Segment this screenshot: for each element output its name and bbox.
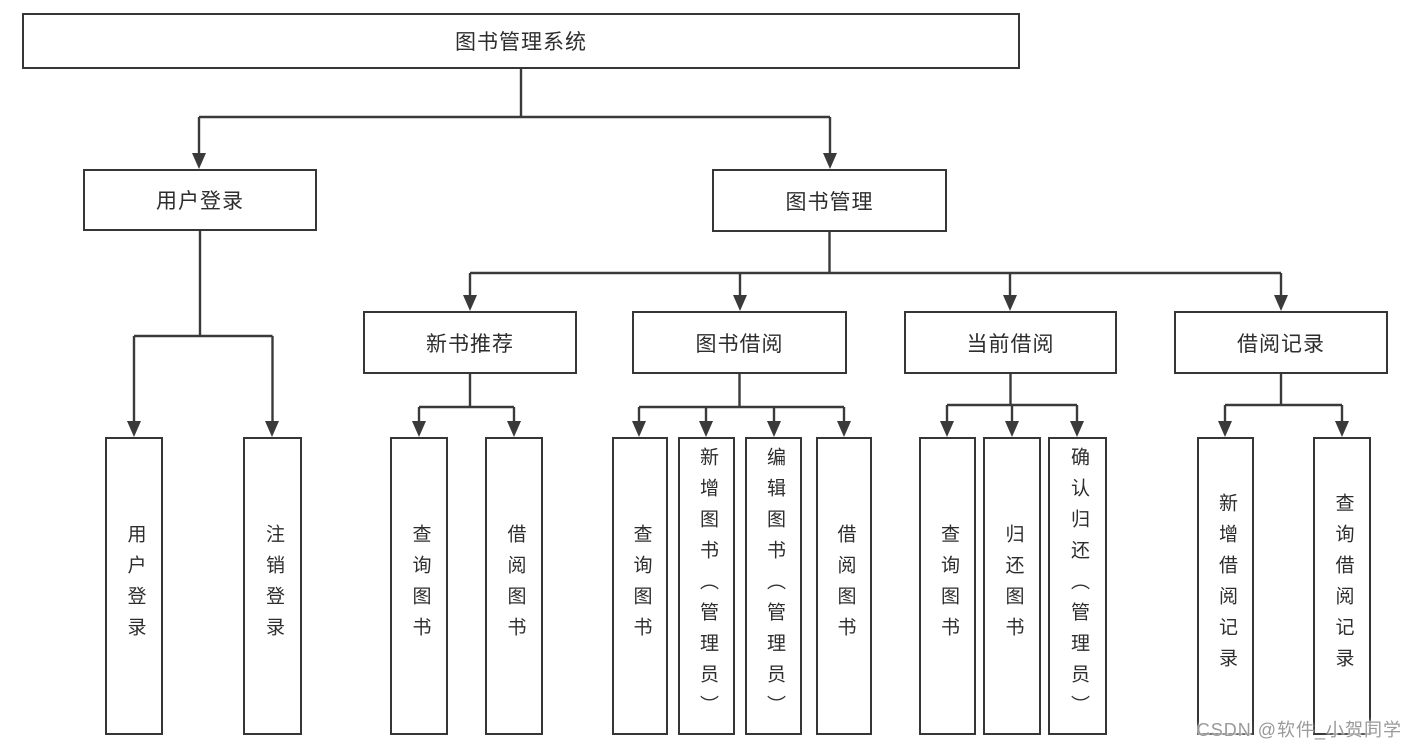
leaf-current-return-book: 归还图书	[983, 437, 1041, 735]
leaf-borrow-add-book-admin: 新增图书（管理员）	[678, 437, 735, 735]
leaf-current-return-book-label: 归还图书	[1002, 524, 1024, 648]
leaf-borrow-borrow-book: 借阅图书	[816, 437, 872, 735]
leaf-current-confirm-return-admin-label: 确认归还（管理员）	[1067, 446, 1089, 726]
node-borrow-records: 借阅记录	[1174, 311, 1388, 374]
leaf-borrow-add-book-admin-label: 新增图书（管理员）	[696, 446, 718, 726]
leaf-records-add-record: 新增借阅记录	[1197, 437, 1254, 735]
leaf-recommend-borrow-book-label: 借阅图书	[504, 524, 526, 648]
leaf-recommend-borrow-book: 借阅图书	[485, 437, 543, 735]
leaf-logout-label: 注销登录	[262, 524, 284, 648]
node-book-borrow: 图书借阅	[632, 311, 847, 374]
leaf-borrow-edit-book-admin-label: 编辑图书（管理员）	[763, 446, 785, 726]
leaf-records-add-record-label: 新增借阅记录	[1215, 493, 1237, 679]
node-root: 图书管理系统	[22, 13, 1020, 69]
node-user-login: 用户登录	[83, 169, 317, 231]
node-new-book-recommend: 新书推荐	[363, 311, 577, 374]
leaf-user-login-label: 用户登录	[124, 524, 146, 648]
leaf-records-query-record-label: 查询借阅记录	[1332, 493, 1354, 679]
leaf-borrow-query-book-label: 查询图书	[630, 524, 652, 648]
leaf-current-query-book: 查询图书	[919, 437, 976, 735]
leaf-borrow-query-book: 查询图书	[612, 437, 668, 735]
leaf-current-query-book-label: 查询图书	[937, 524, 959, 648]
leaf-recommend-query-book-label: 查询图书	[409, 524, 431, 648]
leaf-user-login: 用户登录	[105, 437, 163, 735]
csdn-watermark: CSDN @软件_小贺同学	[1196, 720, 1402, 740]
leaf-borrow-borrow-book-label: 借阅图书	[834, 524, 856, 648]
leaf-logout: 注销登录	[243, 437, 302, 735]
node-current-borrow: 当前借阅	[904, 311, 1117, 374]
leaf-current-confirm-return-admin: 确认归还（管理员）	[1048, 437, 1107, 735]
arrowheads	[127, 153, 1349, 437]
leaf-records-query-record: 查询借阅记录	[1313, 437, 1371, 735]
leaf-borrow-edit-book-admin: 编辑图书（管理员）	[745, 437, 802, 735]
node-book-management: 图书管理	[712, 169, 947, 232]
leaf-recommend-query-book: 查询图书	[390, 437, 448, 735]
